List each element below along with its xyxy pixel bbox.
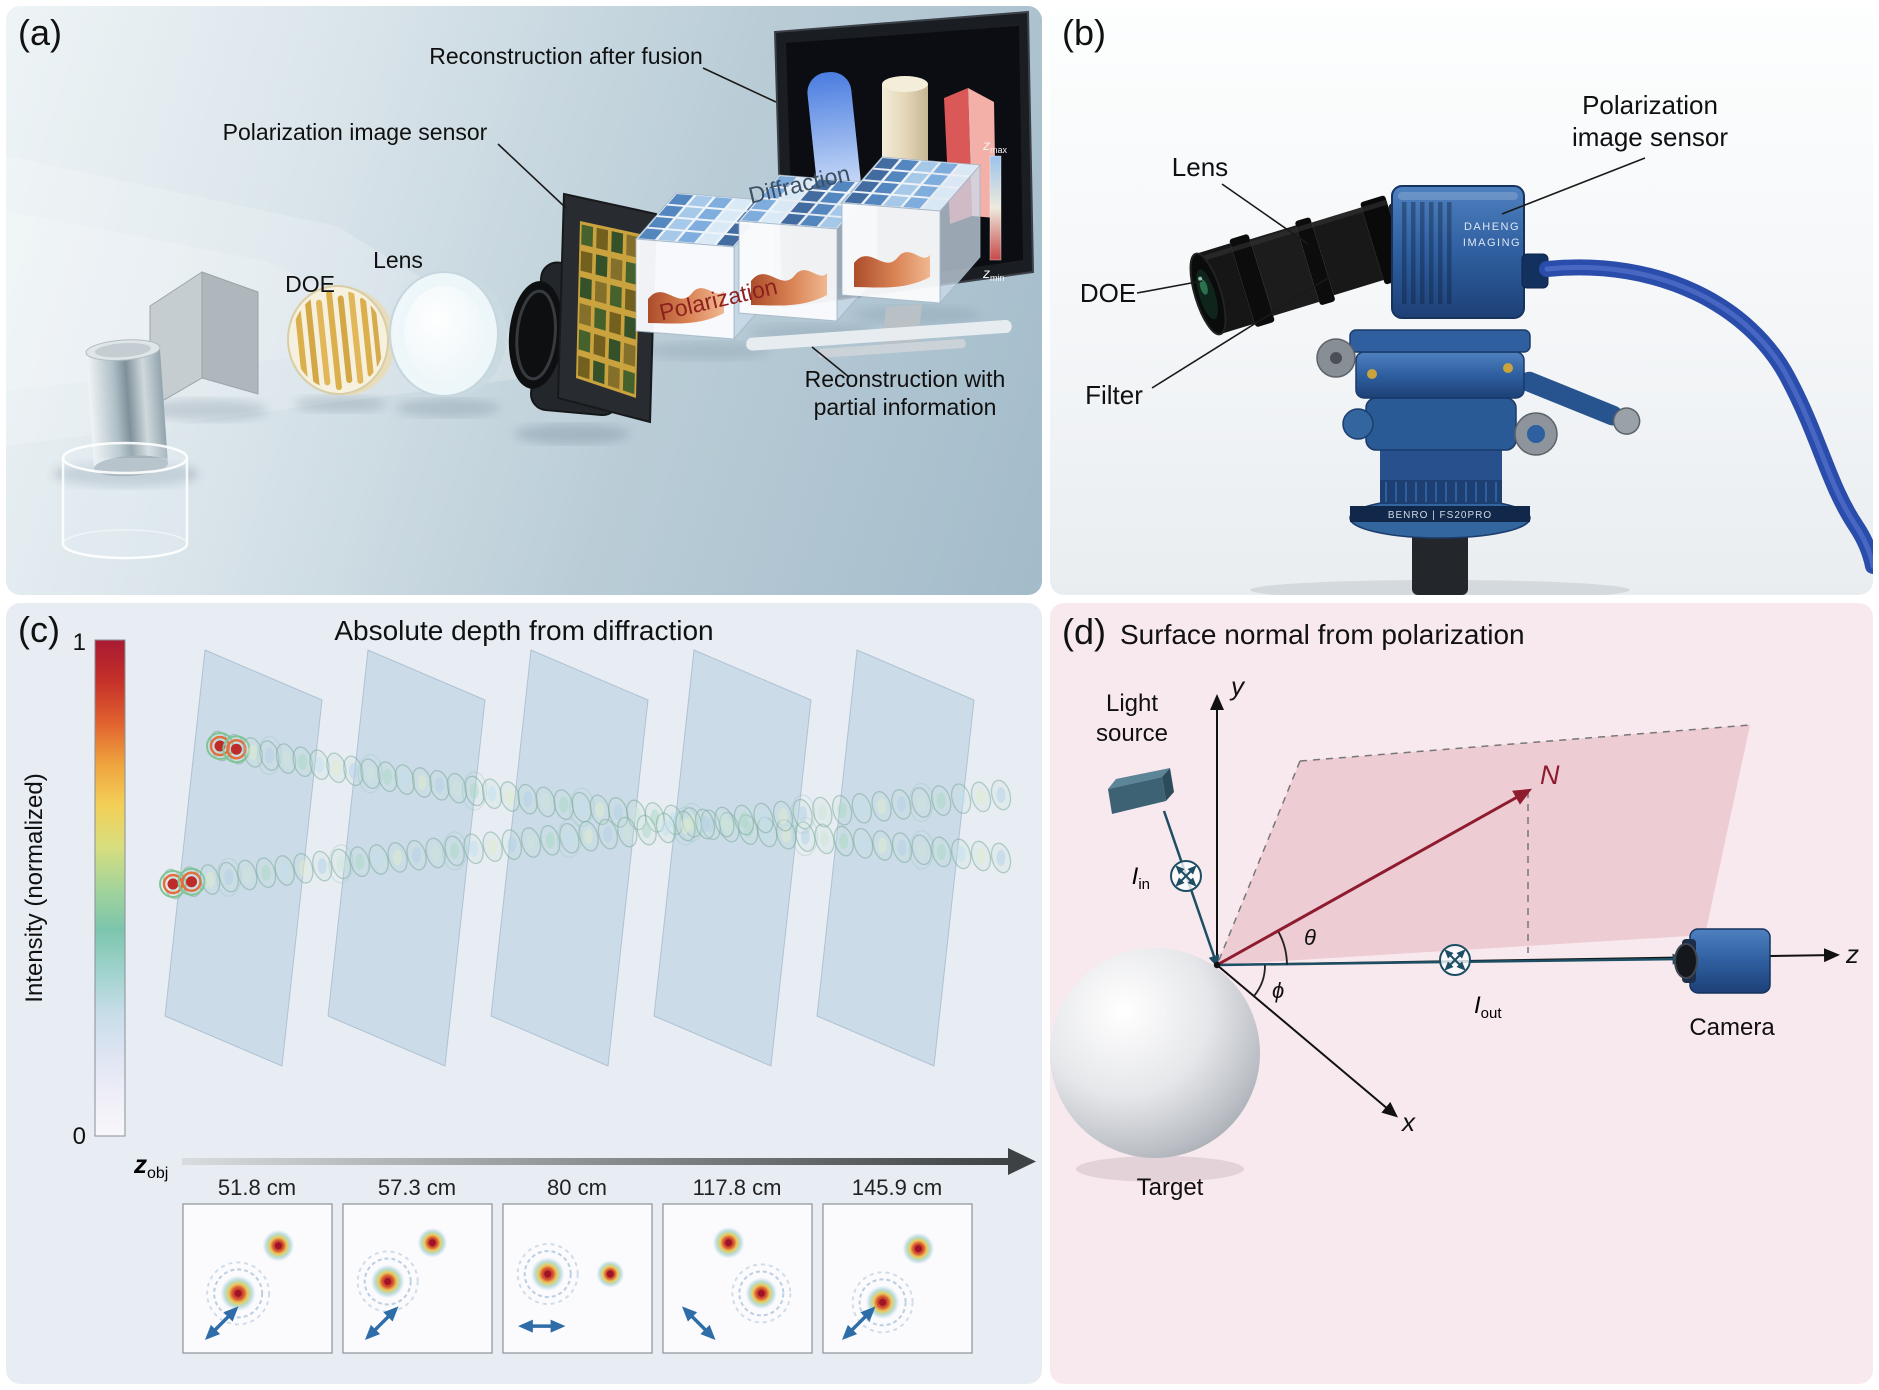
doe-element	[286, 285, 396, 396]
screen-shape-blue	[807, 72, 861, 200]
depth-colorbar	[989, 155, 1002, 261]
target-label: Target	[1137, 1174, 1204, 1201]
doe-label: DOE	[285, 271, 335, 297]
panel-d-label: (d)	[1062, 611, 1106, 652]
colorbar-max-tick: 1	[73, 629, 86, 656]
tripod-head: BENRO | FS20PRO	[1316, 329, 1641, 595]
camera-brand-line2: IMAGING	[1463, 237, 1521, 249]
zobj-axis	[182, 1158, 1008, 1165]
panel-d-title: Surface normal from polarization	[1120, 619, 1525, 650]
plane-dashed-edges	[1216, 724, 1751, 966]
colorbar-min-tick: 0	[73, 1123, 86, 1150]
panel-c-title: Absolute depth from diffraction	[334, 615, 714, 646]
light-source-icon	[1108, 768, 1174, 814]
normal-vector	[1216, 788, 1532, 967]
psf-beams	[159, 730, 1012, 900]
sensor-label-line2: image sensor	[1572, 122, 1728, 152]
reconstruction-cubes	[634, 156, 982, 341]
y-axis-label: y	[1229, 671, 1246, 701]
z-axis-label: z	[1845, 939, 1859, 969]
cable	[1539, 259, 1873, 574]
beaker-object	[61, 441, 189, 560]
polarization-sensor	[556, 192, 658, 424]
theta-label: θ	[1304, 925, 1316, 950]
reconstruction-after-fusion-label: Reconstruction after fusion	[429, 43, 703, 69]
panel-a-label: (a)	[18, 12, 62, 53]
leader-lines	[497, 67, 850, 378]
camera-brand-line1: DAHENG	[1464, 221, 1520, 233]
reconstruction-partial-line2: partial information	[814, 394, 997, 420]
psf-thumbnails: 51.8 cm 57.3 cm 80 cm 117.8 cm 145.9 cm	[182, 1175, 973, 1354]
i-out-label: Iout	[1474, 992, 1502, 1022]
zobj-arrowhead	[1008, 1148, 1036, 1175]
theta-arc	[1277, 930, 1288, 966]
psf-image-1	[204, 1229, 295, 1340]
camera-body: DAHENG IMAGING	[1391, 185, 1525, 319]
phi-arc	[1253, 964, 1266, 997]
light-source-label-line2: source	[1096, 720, 1168, 747]
light-source-label-line1: Light	[1106, 690, 1158, 717]
sphere-shadow	[1076, 1156, 1244, 1182]
psf-distance-1: 51.8 cm	[218, 1175, 296, 1200]
reconstruction-partial-line1: Reconstruction with	[805, 366, 1006, 392]
lens-element	[389, 271, 507, 397]
panel-d: (d) Surface normal from polarization	[1050, 603, 1873, 1384]
depth-planes	[164, 649, 975, 1067]
origin-point	[1213, 961, 1221, 969]
filter-label: Filter	[1085, 380, 1143, 410]
phi-label: ϕ	[1272, 978, 1284, 1003]
lens-label: Lens	[373, 247, 423, 273]
sensor-grid	[577, 224, 639, 395]
sensor-label-line1: Polarization	[1582, 90, 1718, 120]
psf-image-3	[516, 1243, 625, 1333]
panel-c-label: (c)	[18, 609, 60, 650]
camera-label: Camera	[1689, 1014, 1775, 1041]
i-in-label: Iin	[1132, 863, 1150, 893]
leader-lines	[1136, 157, 1646, 389]
camera-icon	[1674, 928, 1771, 994]
x-axis	[1216, 964, 1399, 1118]
panel-b-label: (b)	[1062, 12, 1106, 53]
polarization-state-in-icon	[1170, 860, 1202, 892]
mirror-object	[149, 271, 259, 409]
zmin-label: zmin	[982, 265, 1005, 283]
psf-frame-5	[822, 1203, 973, 1354]
colorbar-axis-label: Intensity (normalized)	[21, 773, 48, 1002]
psf-frame-3	[502, 1203, 653, 1354]
normal-label: N	[1540, 760, 1560, 790]
panel-b: (b) BENRO | FS20PRO	[1050, 6, 1873, 595]
panel-c-scene: 1 0 Intensity (normalized) zobj 51.8 cm …	[21, 629, 1036, 1354]
shelf	[746, 319, 1012, 351]
panel-a-scene: zmax zmin Diffraction Polarization Recon…	[6, 10, 1035, 560]
panel-b-photo: BENRO | FS20PRO	[1080, 90, 1873, 595]
lens-label: Lens	[1172, 152, 1228, 182]
tripod-lever	[1519, 371, 1641, 435]
target-sphere	[1050, 948, 1260, 1158]
panel-c: (c) Absolute depth from diffraction 1 0 …	[6, 603, 1042, 1384]
zmax-label: zmax	[982, 137, 1008, 155]
monitor-base	[818, 339, 966, 358]
doe-label: DOE	[1080, 278, 1136, 308]
x-axis-label: x	[1400, 1107, 1416, 1137]
polarization-image-sensor-label: Polarization image sensor	[223, 119, 488, 145]
psf-distance-2: 57.3 cm	[378, 1175, 456, 1200]
intensity-colorbar	[94, 639, 126, 1137]
psf-distance-5: 145.9 cm	[852, 1175, 943, 1200]
psf-image-4	[681, 1226, 792, 1340]
psf-distance-3: 80 cm	[547, 1175, 607, 1200]
panel-d-scene: Light source Iin Iout Camera Target N θ …	[1050, 671, 1859, 1201]
panel-a: (a)	[6, 6, 1042, 595]
tripod-brand-label: BENRO | FS20PRO	[1388, 510, 1492, 521]
normal-plane	[1217, 725, 1750, 965]
polarization-state-out-icon	[1439, 944, 1471, 976]
zobj-label: zobj	[133, 1149, 168, 1182]
psf-distance-4: 117.8 cm	[693, 1175, 782, 1200]
